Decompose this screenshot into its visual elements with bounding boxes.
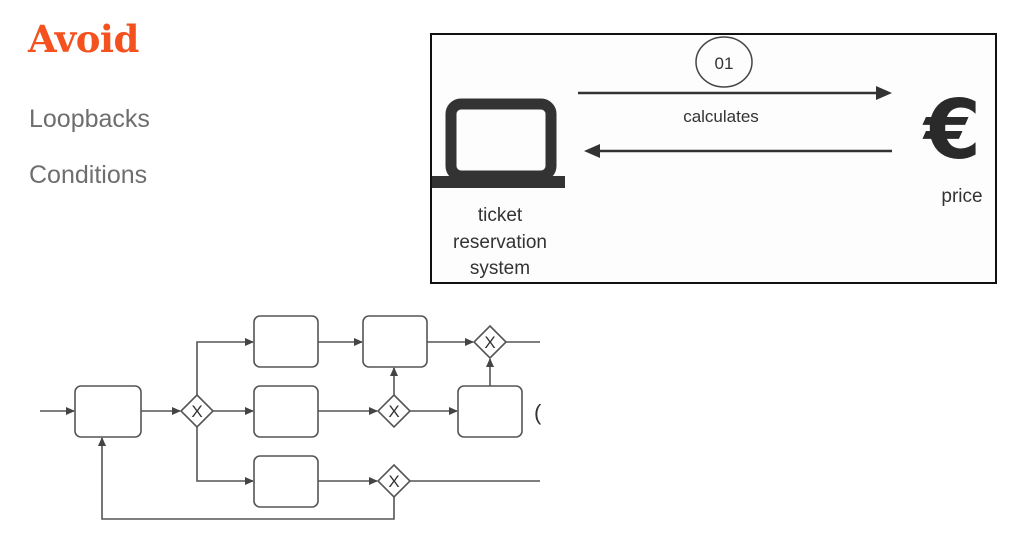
action-label: calculates xyxy=(683,107,759,126)
gateway-x-icon: X xyxy=(191,402,202,421)
gateway-lower-gateway: X xyxy=(376,463,412,499)
gateway-x-icon: X xyxy=(388,402,399,421)
task-upper-branch xyxy=(253,315,319,368)
laptop-icon xyxy=(432,98,565,188)
bullet-loopbacks: Loopbacks xyxy=(29,105,150,133)
task-start xyxy=(74,385,142,438)
gateway-x-icon: X xyxy=(388,472,399,491)
gateway-diamond xyxy=(376,393,412,429)
actor-label-line-3: system xyxy=(470,258,530,279)
gateway-diamond xyxy=(472,324,508,360)
gateway-diamond xyxy=(179,393,215,429)
illustration-svg: ticket reservation system 01 calculates … xyxy=(432,36,983,279)
actor-label-line-2: reservation xyxy=(453,232,547,253)
gateway-x-icon: X xyxy=(484,333,495,352)
task-upper-follow xyxy=(362,315,428,368)
gateway-split-gateway: X xyxy=(179,393,215,429)
flow-split-to-lower xyxy=(196,427,254,485)
illustration-panel: ticket reservation system 01 calculates … xyxy=(430,33,997,284)
task-middle-follow xyxy=(457,385,523,438)
flow-split-to-upper xyxy=(196,338,254,395)
task-middle-branch xyxy=(253,385,319,438)
bullet-conditions: Conditions xyxy=(29,161,148,189)
euro-icon: € xyxy=(922,83,981,178)
flow-loopback xyxy=(98,437,395,520)
actor-label-line-1: ticket xyxy=(478,205,523,226)
clipped-glyph: ( xyxy=(534,400,542,425)
heading-avoid: Avoid xyxy=(28,17,139,61)
target-label: price xyxy=(941,186,982,207)
gateway-upper-merge-gateway: X xyxy=(472,324,508,360)
step-number: 01 xyxy=(715,54,734,73)
gateway-middle-gateway: X xyxy=(376,393,412,429)
arrow-left xyxy=(584,144,892,158)
step-number-badge: 01 xyxy=(695,36,753,88)
gateway-diamond xyxy=(376,463,412,499)
task-lower-branch xyxy=(253,455,319,508)
arrow-right xyxy=(578,86,892,100)
